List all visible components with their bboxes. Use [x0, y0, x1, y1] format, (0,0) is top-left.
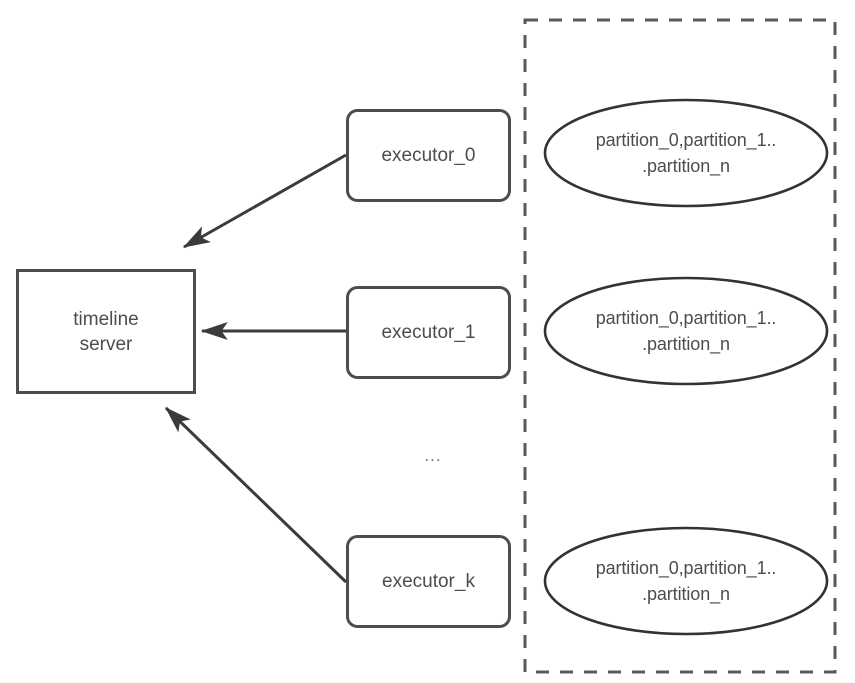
partition-ellipse-k[interactable]: [543, 526, 829, 636]
partition-ellipse-0[interactable]: [543, 98, 829, 208]
edge-executor-0-to-timeline-server: [182, 153, 347, 249]
timeline-server-box[interactable]: [16, 269, 196, 394]
partition-group-boundary: [523, 18, 837, 674]
executor-1-box[interactable]: [346, 286, 511, 379]
executor-0-box[interactable]: [346, 109, 511, 202]
edge-executor-k-to-timeline-server: [164, 406, 348, 584]
partition-ellipse-1[interactable]: [543, 276, 829, 386]
executor-k-box[interactable]: [346, 535, 511, 628]
